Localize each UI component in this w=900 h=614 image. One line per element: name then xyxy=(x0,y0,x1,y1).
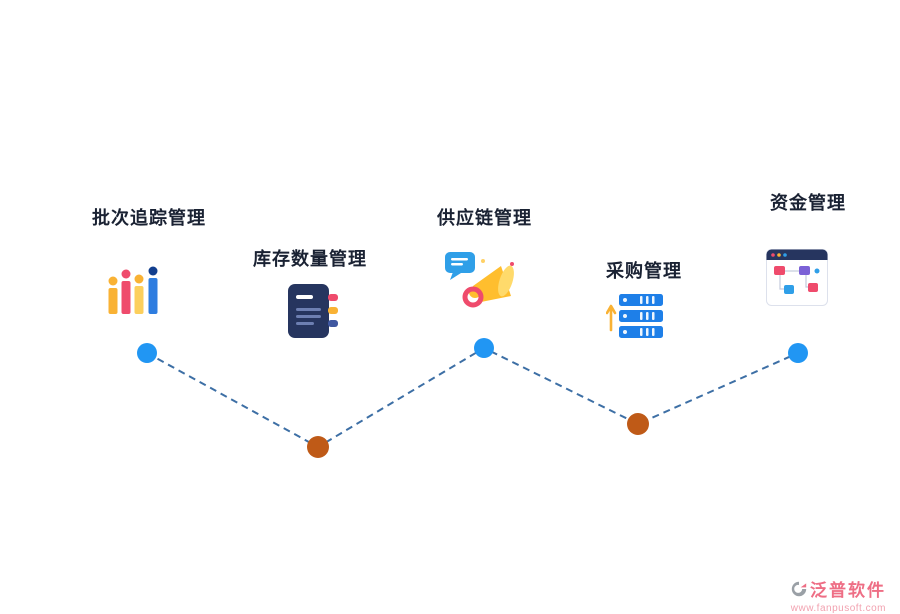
connector-layer xyxy=(137,338,808,458)
item-label: 库存数量管理 xyxy=(253,249,367,269)
node-dot xyxy=(137,343,157,363)
brand-url: www.fanpusoft.com xyxy=(790,603,886,614)
fanpu-logo-icon xyxy=(791,581,807,597)
node-dot xyxy=(788,343,808,363)
megaphone-icon xyxy=(445,252,515,312)
server-sync-icon xyxy=(605,292,664,342)
item-label: 供应链管理 xyxy=(437,208,532,228)
node-dot xyxy=(474,338,494,358)
node-dot xyxy=(307,436,329,458)
footer-brand-block: 泛普软件 www.fanpusoft.com xyxy=(791,576,886,614)
zigzag-connector xyxy=(146,346,799,449)
item-label: 资金管理 xyxy=(770,193,846,213)
bar-chart-people-icon xyxy=(104,266,166,316)
infographic-stage: 批次追踪管理 库存数量管理 xyxy=(92,193,885,614)
brand-name: 泛普软件 xyxy=(810,581,886,600)
item-label: 采购管理 xyxy=(606,261,682,281)
node-dot xyxy=(627,413,649,435)
item-label: 批次追踪管理 xyxy=(92,208,206,228)
notebook-icon xyxy=(287,282,339,340)
browser-flowchart-icon xyxy=(766,249,828,307)
